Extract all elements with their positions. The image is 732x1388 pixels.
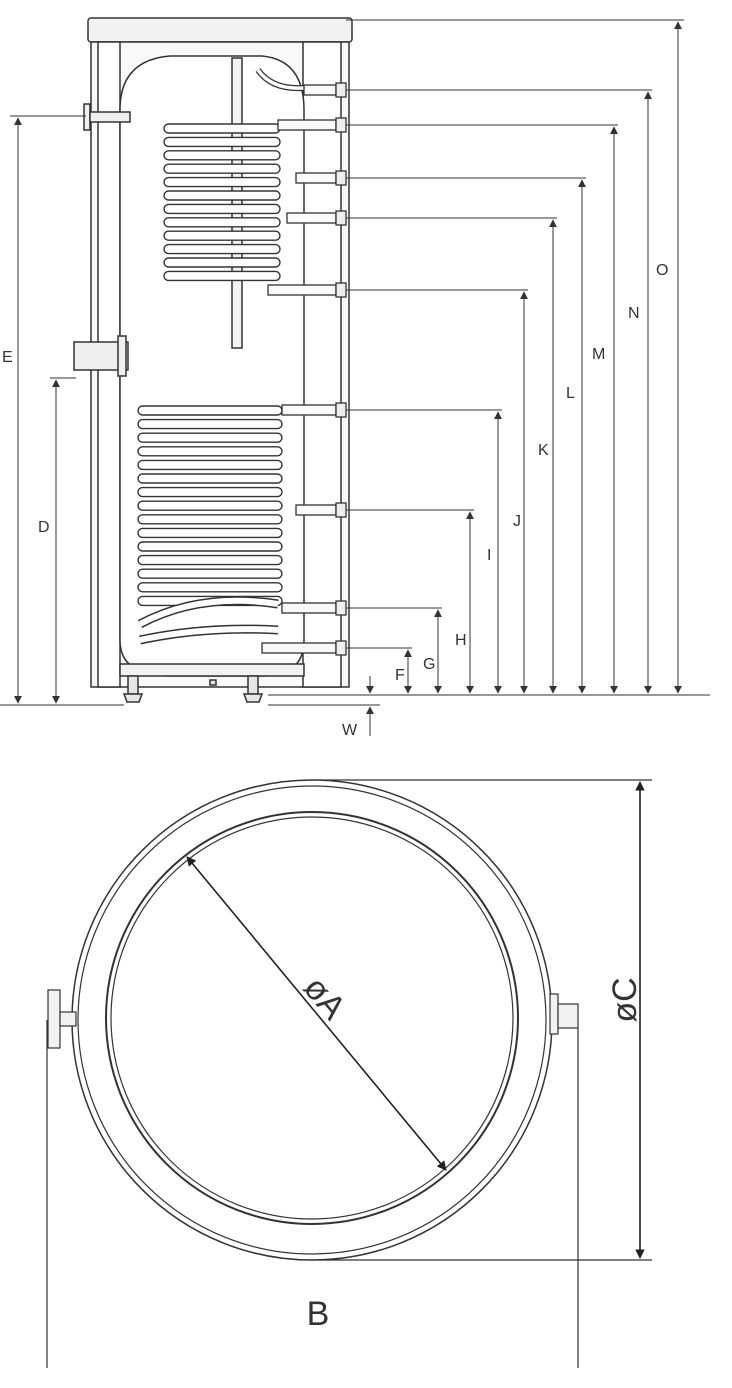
coil-turn xyxy=(163,270,281,282)
connection-pipe xyxy=(277,119,337,131)
coil-turn xyxy=(163,230,281,241)
left-sockets xyxy=(73,103,131,377)
dim-label-J: J xyxy=(513,513,521,530)
connection-nozzle xyxy=(335,170,347,186)
dim-label-D: D xyxy=(38,519,50,536)
connection-pipe xyxy=(267,284,337,296)
connection-nozzle xyxy=(335,210,347,226)
outer-casing-circle xyxy=(71,779,553,1261)
dim-label-I: I xyxy=(487,547,491,564)
connection-pipe xyxy=(295,172,337,184)
dim-label-M: M xyxy=(592,346,605,363)
dim-label-L: L xyxy=(566,385,575,402)
coil-turn xyxy=(137,541,283,552)
coil-turn xyxy=(137,554,283,566)
dim-label-A: øA xyxy=(296,969,353,1027)
connection-pipe xyxy=(295,504,337,516)
dim-label-E: E xyxy=(2,349,13,366)
diameter-A-line xyxy=(186,856,447,1171)
coil-turn xyxy=(137,418,283,430)
coil-turn xyxy=(137,432,283,443)
coil-turn xyxy=(163,176,281,188)
connection-pipe xyxy=(286,212,337,224)
right-fitting xyxy=(549,993,579,1035)
side-view-dimensions xyxy=(0,19,710,736)
connection-nozzle xyxy=(335,600,347,616)
connection-nozzle xyxy=(335,640,347,656)
coil-crossover-inner xyxy=(139,626,279,643)
connection-nozzle xyxy=(335,82,347,98)
casing-inner-circle xyxy=(77,785,547,1255)
side-view-labels: E D W F G H I J K L M N O xyxy=(2,262,668,739)
right-connections xyxy=(261,82,347,656)
dim-label-B: B xyxy=(307,1295,330,1333)
vessel-inner-circle xyxy=(110,816,514,1220)
coil-turn xyxy=(137,446,283,457)
coil-turn xyxy=(137,486,283,498)
dim-label-K: K xyxy=(538,442,549,459)
connection-pipe xyxy=(281,602,337,614)
coil-turn xyxy=(163,217,281,228)
connection-nozzle xyxy=(335,502,347,518)
dim-label-W: W xyxy=(342,722,358,739)
coil-turn xyxy=(137,459,283,471)
coil-turn xyxy=(137,582,283,593)
coil-turn xyxy=(137,514,283,525)
coil-turn xyxy=(163,136,281,148)
coil-turn xyxy=(163,190,281,201)
coil-turn xyxy=(137,527,283,539)
connection-nozzle xyxy=(335,282,347,298)
lower-heating-coil xyxy=(137,405,283,645)
upper-heating-coil xyxy=(163,123,281,282)
tank-top-cap xyxy=(87,17,353,43)
connection-pipe xyxy=(281,404,337,416)
connection-pipe xyxy=(303,84,337,96)
coil-turn xyxy=(163,123,281,134)
tank-bottom-plate xyxy=(119,663,305,677)
tank-feet xyxy=(122,675,264,703)
connection-nozzle xyxy=(335,117,347,133)
coil-turn xyxy=(137,568,283,579)
coil-turn xyxy=(163,257,281,268)
coil-turn xyxy=(163,243,281,255)
left-flange-fitting xyxy=(47,989,77,1049)
coil-turn xyxy=(137,473,283,484)
top-view xyxy=(46,779,652,1368)
coil-turn xyxy=(163,150,281,161)
coil-turn xyxy=(137,405,283,416)
dim-label-O: O xyxy=(656,262,668,279)
dim-label-N: N xyxy=(628,305,640,322)
coil-turn xyxy=(163,163,281,174)
dim-label-G: G xyxy=(423,656,435,673)
connection-pipe xyxy=(261,642,337,654)
anode-rod xyxy=(231,57,243,349)
dim-label-H: H xyxy=(455,632,467,649)
side-view xyxy=(73,17,353,703)
coil-turn xyxy=(163,203,281,215)
dim-label-F: F xyxy=(395,667,405,684)
coil-crossover-inner xyxy=(138,597,279,627)
dim-label-C: øC xyxy=(606,977,644,1022)
connection-nozzle xyxy=(335,402,347,418)
vessel-circle xyxy=(105,811,519,1225)
coil-turn xyxy=(137,500,283,511)
